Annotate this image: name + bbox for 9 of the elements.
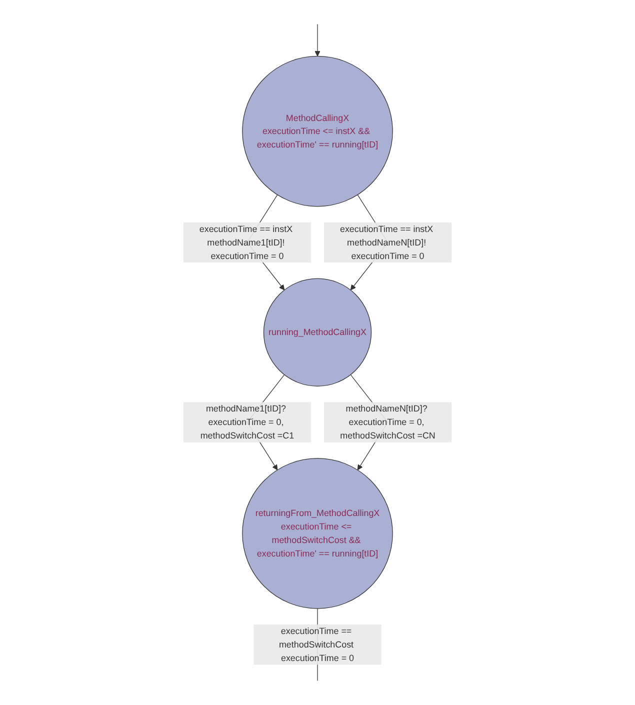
node-circle: running_MethodCallingX: [263, 278, 372, 386]
edge-label: executionTime == methodSwitchCost executionTime = 0: [278, 626, 354, 663]
node-circle: returningFrom_MethodCallingX executionTime <= methodSwitchCost && executionTime' == running[tID]: [242, 458, 393, 609]
edge-label: executionTime == instX methodName1[tID]! executionTime = 0: [199, 224, 293, 261]
edge-label: methodNameN[tID]? executionTime = 0, methodSwitchCost =CN: [340, 403, 436, 440]
edge-label: methodName1[tID]? executionTime = 0, methodSwitchCost =C1: [200, 403, 294, 440]
node-circle: MethodCallingX executionTime <= instX && executionTime' == running[tID]: [242, 56, 393, 207]
arrow: [314, 24, 320, 56]
edge-label: executionTime == instX methodNameN[tID]! executionTime = 0: [340, 224, 434, 261]
